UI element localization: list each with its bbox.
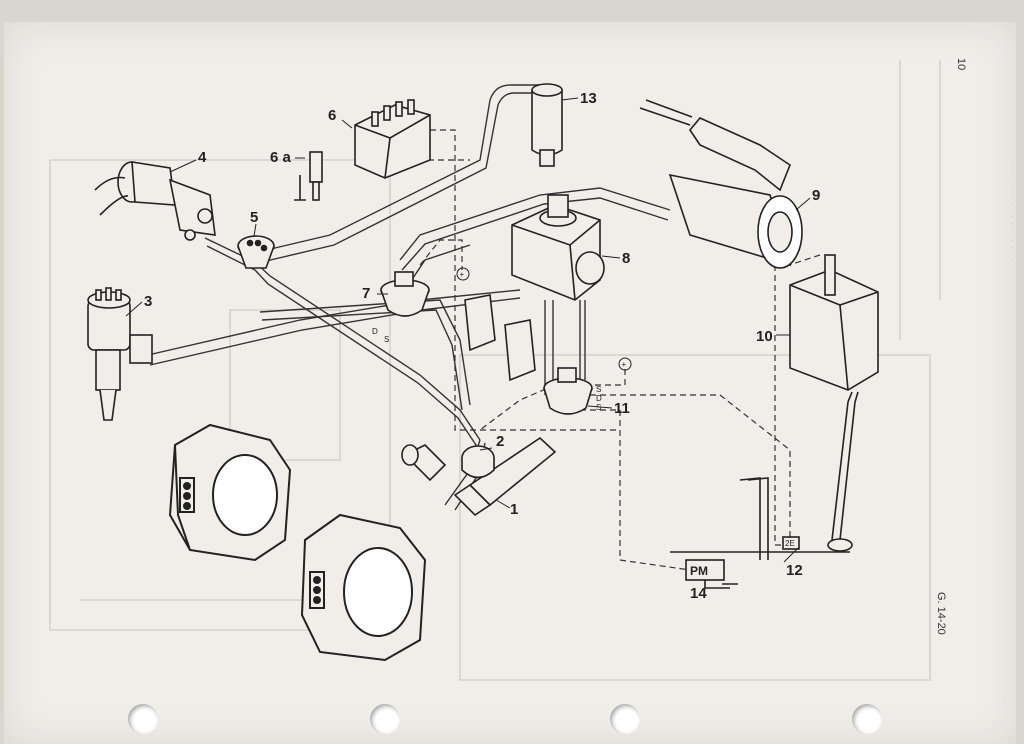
leader-lines: [125, 97, 811, 586]
electrical-wires: [380, 129, 821, 571]
engine-block-left: [168, 423, 292, 562]
component-5: [237, 235, 275, 269]
component-8: [464, 194, 605, 382]
component-9: [639, 99, 803, 269]
bleed-text: · · · · · · · · · · · · · · · · ·: [1007, 160, 1018, 261]
terminal-s-11-top: S: [596, 385, 601, 394]
label-9: 9: [812, 187, 820, 204]
label-4: 4: [198, 149, 207, 166]
component-3: [87, 287, 153, 421]
punch-hole-icon: [370, 704, 400, 734]
pm-box-text: PM: [690, 564, 708, 578]
component-6: [354, 99, 431, 179]
terminal-s-11-bottom: S: [596, 403, 601, 412]
label-7: 7: [362, 285, 370, 302]
label-6: 6: [328, 107, 336, 124]
bleed-through: [49, 60, 941, 681]
component-6a: [294, 151, 323, 201]
punch-hole-icon: [852, 704, 882, 734]
svg-text:· · · · · · · · · · · · · · ·: · · · · · · · · · · · · · · · · ·: [1007, 160, 1018, 261]
component-13: [531, 83, 563, 167]
punch-hole-icon: [610, 704, 640, 734]
component-10: [789, 254, 879, 541]
label-11: 11: [614, 400, 630, 417]
terminal-d-7: D: [372, 327, 378, 336]
terminal-s-7: S: [384, 335, 389, 344]
figure-reference: G. 14-20: [935, 592, 947, 635]
label-2: 2: [496, 433, 504, 450]
label-5: 5: [250, 209, 258, 226]
component-12: [670, 477, 853, 560]
plus-terminal-b: +: [622, 360, 627, 369]
page-number: 10: [955, 58, 967, 70]
label-1: 1: [510, 501, 518, 518]
component-11: [543, 367, 593, 415]
label-8: 8: [622, 250, 630, 267]
component-14: [685, 559, 738, 589]
component-7: [380, 271, 430, 317]
component-4: [94, 161, 216, 241]
label-6a: 6 a: [270, 149, 292, 166]
engine-block-right: [300, 513, 427, 662]
component-2: [401, 444, 495, 482]
label-12: 12: [786, 562, 803, 579]
label-14: 14: [690, 585, 707, 602]
switch-code: 2E: [785, 539, 795, 548]
component-1: [453, 436, 557, 517]
label-13: 13: [580, 90, 597, 107]
label-3: 3: [144, 293, 152, 310]
plus-terminal-a: +: [460, 270, 465, 279]
label-10: 10: [756, 328, 773, 345]
terminal-d-11: D: [596, 394, 602, 403]
punch-hole-icon: [128, 704, 158, 734]
